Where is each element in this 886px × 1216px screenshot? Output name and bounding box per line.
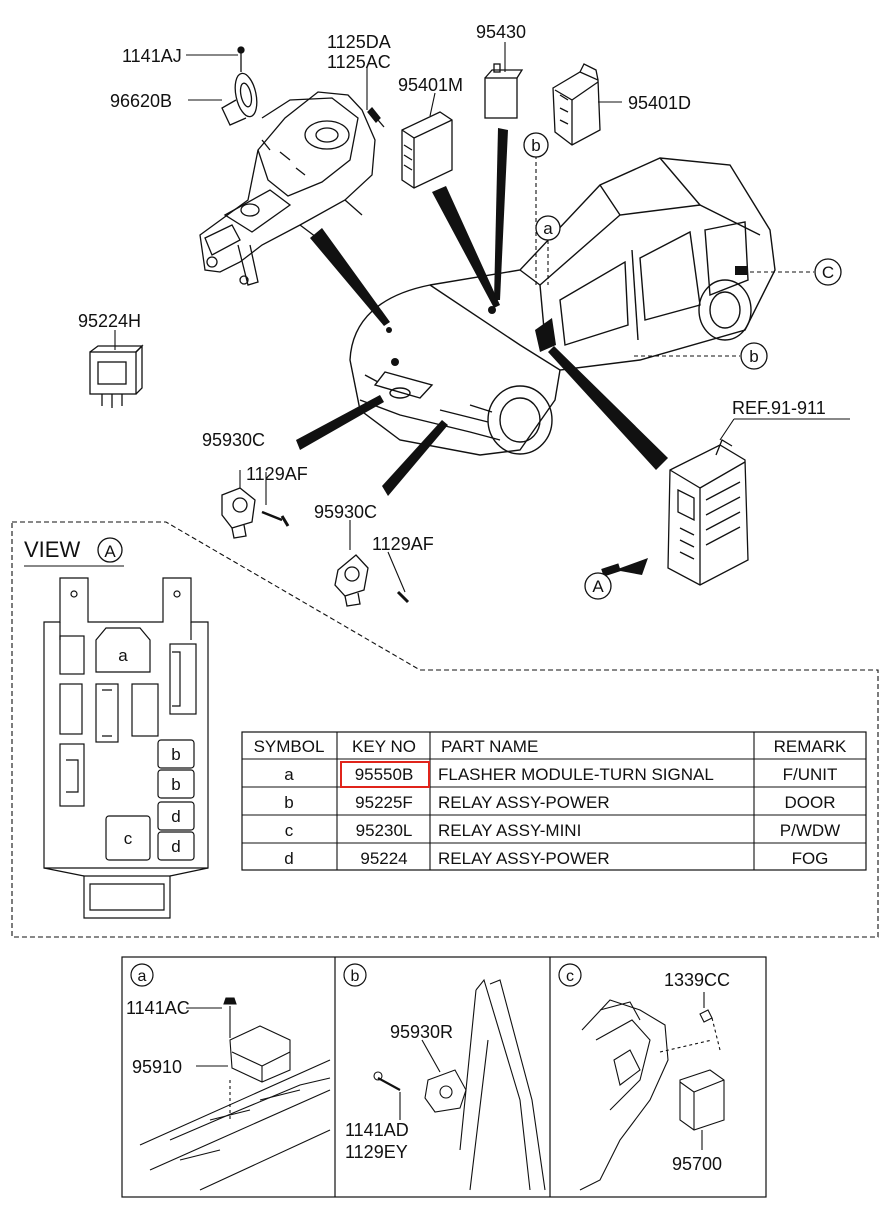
detail-b-artwork [373,978,546,1191]
table-row-1-key: 95225F [355,793,413,812]
fuse-box-part [667,439,749,586]
table-row-1-remark: DOOR [785,793,836,812]
detail-a-95910: 95910 [132,1057,182,1077]
table-row-0-symbol: a [284,765,294,784]
sensor-95930C-left [221,487,290,539]
table-row-0-part: FLASHER MODULE-TURN SIGNAL [438,765,714,784]
horn-part [221,46,258,126]
header-remark: REMARK [774,737,847,756]
detail-callouts: 1141AC 95910 95930R 1141AD 1129EY 1339CC… [126,970,730,1174]
marker-b-top [523,132,549,158]
detail-a-1141AC: 1141AC [126,998,190,1018]
relay-95430 [484,63,524,119]
callout-1129AF-left: 1129AF [246,464,308,484]
view-a-dashed-border [11,521,879,938]
header-part: PART NAME [441,737,538,756]
callout-1125DA: 1125DA [327,32,391,52]
marker-A-text: A [592,577,604,596]
junction-box [43,577,209,919]
bolt-1125DA [367,107,385,128]
table-row-2-part: RELAY ASSY-MINI [438,821,581,840]
detail-c-tag: c [566,968,574,985]
front-frame-assembly [199,91,376,286]
detail-b-1141AD: 1141AD [345,1120,409,1140]
slot-a-label: a [118,646,128,665]
slot-b2-label: b [171,775,180,794]
parts-table: SYMBOL KEY NO PART NAME REMARK a 95550B … [241,731,867,871]
slot-c-label: c [124,829,133,848]
marker-C-text: C [822,263,834,282]
marker-a-top [535,215,561,241]
header-key: KEY NO [352,737,416,756]
callout-1125AC: 1125AC [327,52,391,72]
marker-b-right-text: b [749,347,758,366]
detail-tags: a b c [130,963,582,987]
callout-95430: 95430 [476,22,526,42]
callout-1129AF-right: 1129AF [372,534,434,554]
highlight-box [340,761,430,788]
slot-d1-label: d [171,807,180,826]
car-component-marks [386,266,747,366]
table-row-3-symbol: d [284,849,293,868]
leader-lines [114,42,850,593]
marker-b-right [740,342,768,370]
detail-a-tag: a [138,968,147,985]
table-row-3-key: 95224 [360,849,407,868]
callout-95930C-left: 95930C [202,430,265,450]
callout-ref: REF.91-911 [732,398,826,418]
slot-d2-label: d [171,837,180,856]
table-row-2-symbol: c [285,821,294,840]
circle-marker-texts: b a C b A [531,136,834,596]
table-row-2-remark: P/WDW [780,821,840,840]
sensor-95930C-right [334,554,410,607]
view-a-title: VIEW A [24,537,124,567]
table-row-3-part: RELAY ASSY-POWER [438,849,610,868]
callout-95401M: 95401M [398,75,463,95]
detail-c-95700: 95700 [672,1154,722,1174]
module-95401M [401,111,453,189]
part-callouts: 1141AJ 96620B 1125DA 1125AC 95430 95401M… [78,22,826,554]
table-row-0-remark: F/UNIT [783,765,838,784]
circle-markers [523,132,842,600]
table-row-1-part: RELAY ASSY-POWER [438,793,610,812]
junction-box-slot-labels: a b b d d c [118,646,180,856]
detail-panels [121,956,767,1198]
callout-1141AJ: 1141AJ [122,46,182,66]
detail-b-95930R: 95930R [390,1022,453,1042]
marker-A [584,572,612,600]
detail-c-1339CC: 1339CC [664,970,730,990]
relay-95224H [89,344,144,408]
header-symbol: SYMBOL [254,737,325,756]
pointer-wedges [296,128,668,577]
module-95401D [552,63,601,146]
detail-c-artwork [579,992,725,1191]
view-title: VIEW [24,537,80,562]
callout-96620B: 96620B [110,91,172,111]
callout-95401D: 95401D [628,93,691,113]
callout-95930C-right: 95930C [314,502,377,522]
table-row-1-symbol: b [284,793,293,812]
callout-95224H: 95224H [78,311,141,331]
view-letter: A [104,542,116,561]
table-row-3-remark: FOG [792,849,829,868]
marker-a-top-text: a [543,219,553,238]
detail-b-1129EY: 1129EY [345,1142,408,1162]
car-body [349,157,776,456]
detail-b-tag: b [351,968,360,985]
marker-b-top-text: b [531,136,540,155]
table-row-2-key: 95230L [356,821,413,840]
marker-C [814,258,842,286]
table-row-0-key: 95550B [355,765,414,784]
detail-a-artwork [139,997,331,1191]
slot-b1-label: b [171,745,180,764]
